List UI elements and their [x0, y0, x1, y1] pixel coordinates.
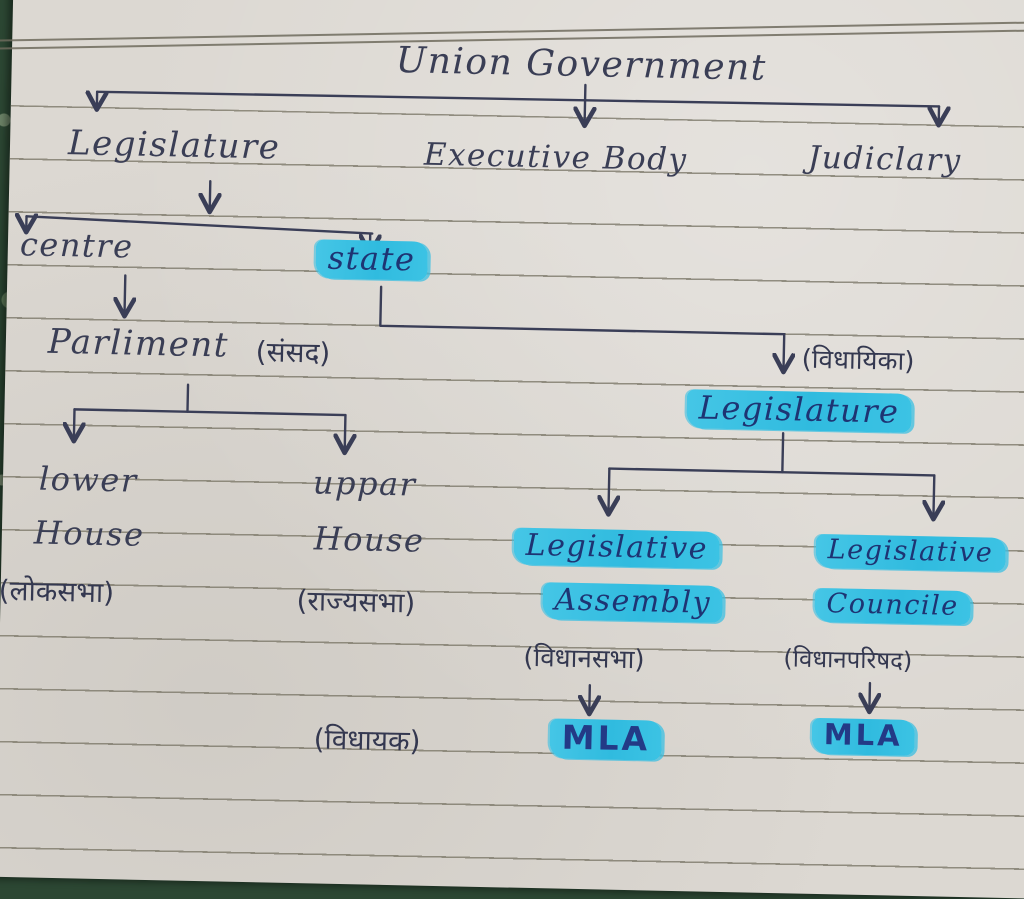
node-legislative-assembly-line1: Legislative — [513, 527, 721, 569]
node-vidhan-sabha-hindi: (विधानसभा) — [523, 642, 645, 676]
node-uppar: uppar — [312, 463, 417, 504]
connector-arrows — [0, 83, 1024, 876]
node-executive-body: Executive Body — [423, 136, 688, 179]
node-parliament: Parliment — [47, 321, 230, 366]
node-parliament-hindi: (संसद) — [255, 335, 331, 370]
node-mla-council: MLA — [811, 717, 915, 756]
node-vidhayak-hindi: (विधायक) — [313, 722, 421, 758]
node-union-government: Union Government — [395, 40, 768, 89]
node-lower: lower — [38, 459, 139, 500]
node-mla-assembly: MLA — [549, 718, 663, 762]
diagram: Union Government Legislature Executive B… — [0, 40, 1024, 876]
node-vidhan-parishad-hindi: (विधानपरिषद) — [783, 644, 913, 675]
node-state-highlighted: state — [315, 239, 428, 281]
node-legislative-council-line1: Legislative — [815, 533, 1006, 572]
node-legislature: Legislature — [67, 123, 281, 168]
node-centre: centre — [19, 225, 134, 266]
node-legislative-council-line2: Councile — [814, 587, 971, 625]
node-judiciary: Judiclary — [807, 139, 963, 179]
node-vidhayika-hindi: (विधायिका) — [801, 344, 915, 377]
node-rajya-sabha-hindi: (राज्यसभा) — [296, 584, 416, 620]
node-upper-house: House — [313, 519, 425, 560]
node-state-legislature-highlighted: Legislature — [686, 388, 912, 434]
node-lower-house: House — [33, 513, 145, 554]
node-lok-sabha-hindi: (लोकसभा) — [0, 573, 115, 610]
node-legislative-assembly-line2: Assembly — [542, 582, 724, 623]
